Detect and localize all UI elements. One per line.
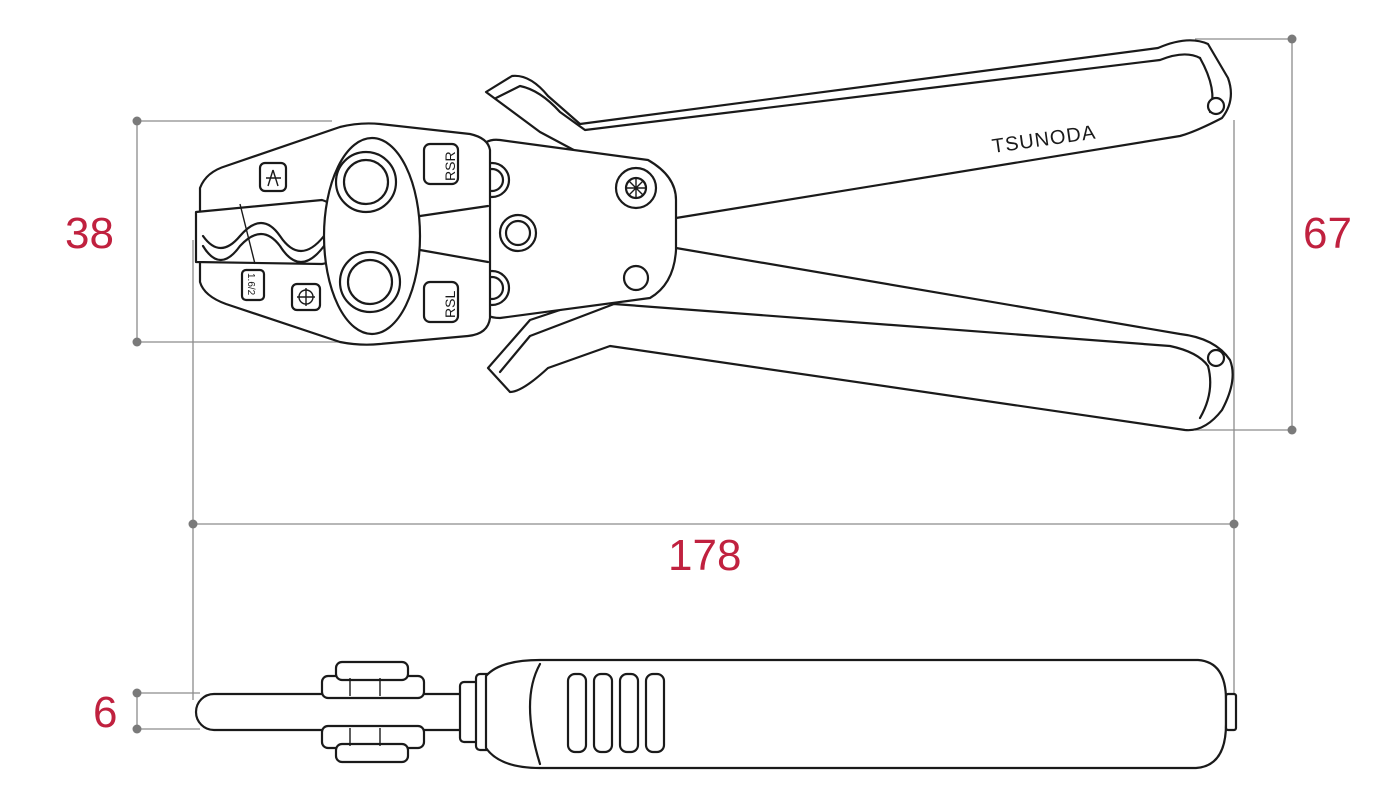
tool-top-view: RSR RSL 1.6/2 TSUNODA bbox=[194, 39, 1234, 432]
die-label-rsl: RSL bbox=[442, 291, 458, 318]
wire-strip-icon bbox=[258, 161, 288, 193]
jaw-bar-side bbox=[194, 692, 488, 732]
cross-terminal-icon bbox=[290, 282, 322, 312]
tool-side-view bbox=[194, 658, 1238, 770]
dimension-jaw-height: 38 bbox=[65, 209, 114, 258]
dimension-thickness: 6 bbox=[93, 688, 117, 737]
lower-handle bbox=[486, 246, 1234, 432]
dimension-total-length: 178 bbox=[668, 531, 741, 580]
die-label-size: 1.6/2 bbox=[245, 273, 256, 296]
dimension-lines bbox=[132, 34, 1297, 734]
die-label-rsr: RSR bbox=[442, 151, 458, 181]
upper-handle bbox=[484, 39, 1233, 220]
die-block bbox=[194, 198, 342, 266]
dimension-total-height: 67 bbox=[1303, 209, 1352, 258]
size-label-plate: 1.6/2 bbox=[240, 268, 266, 302]
